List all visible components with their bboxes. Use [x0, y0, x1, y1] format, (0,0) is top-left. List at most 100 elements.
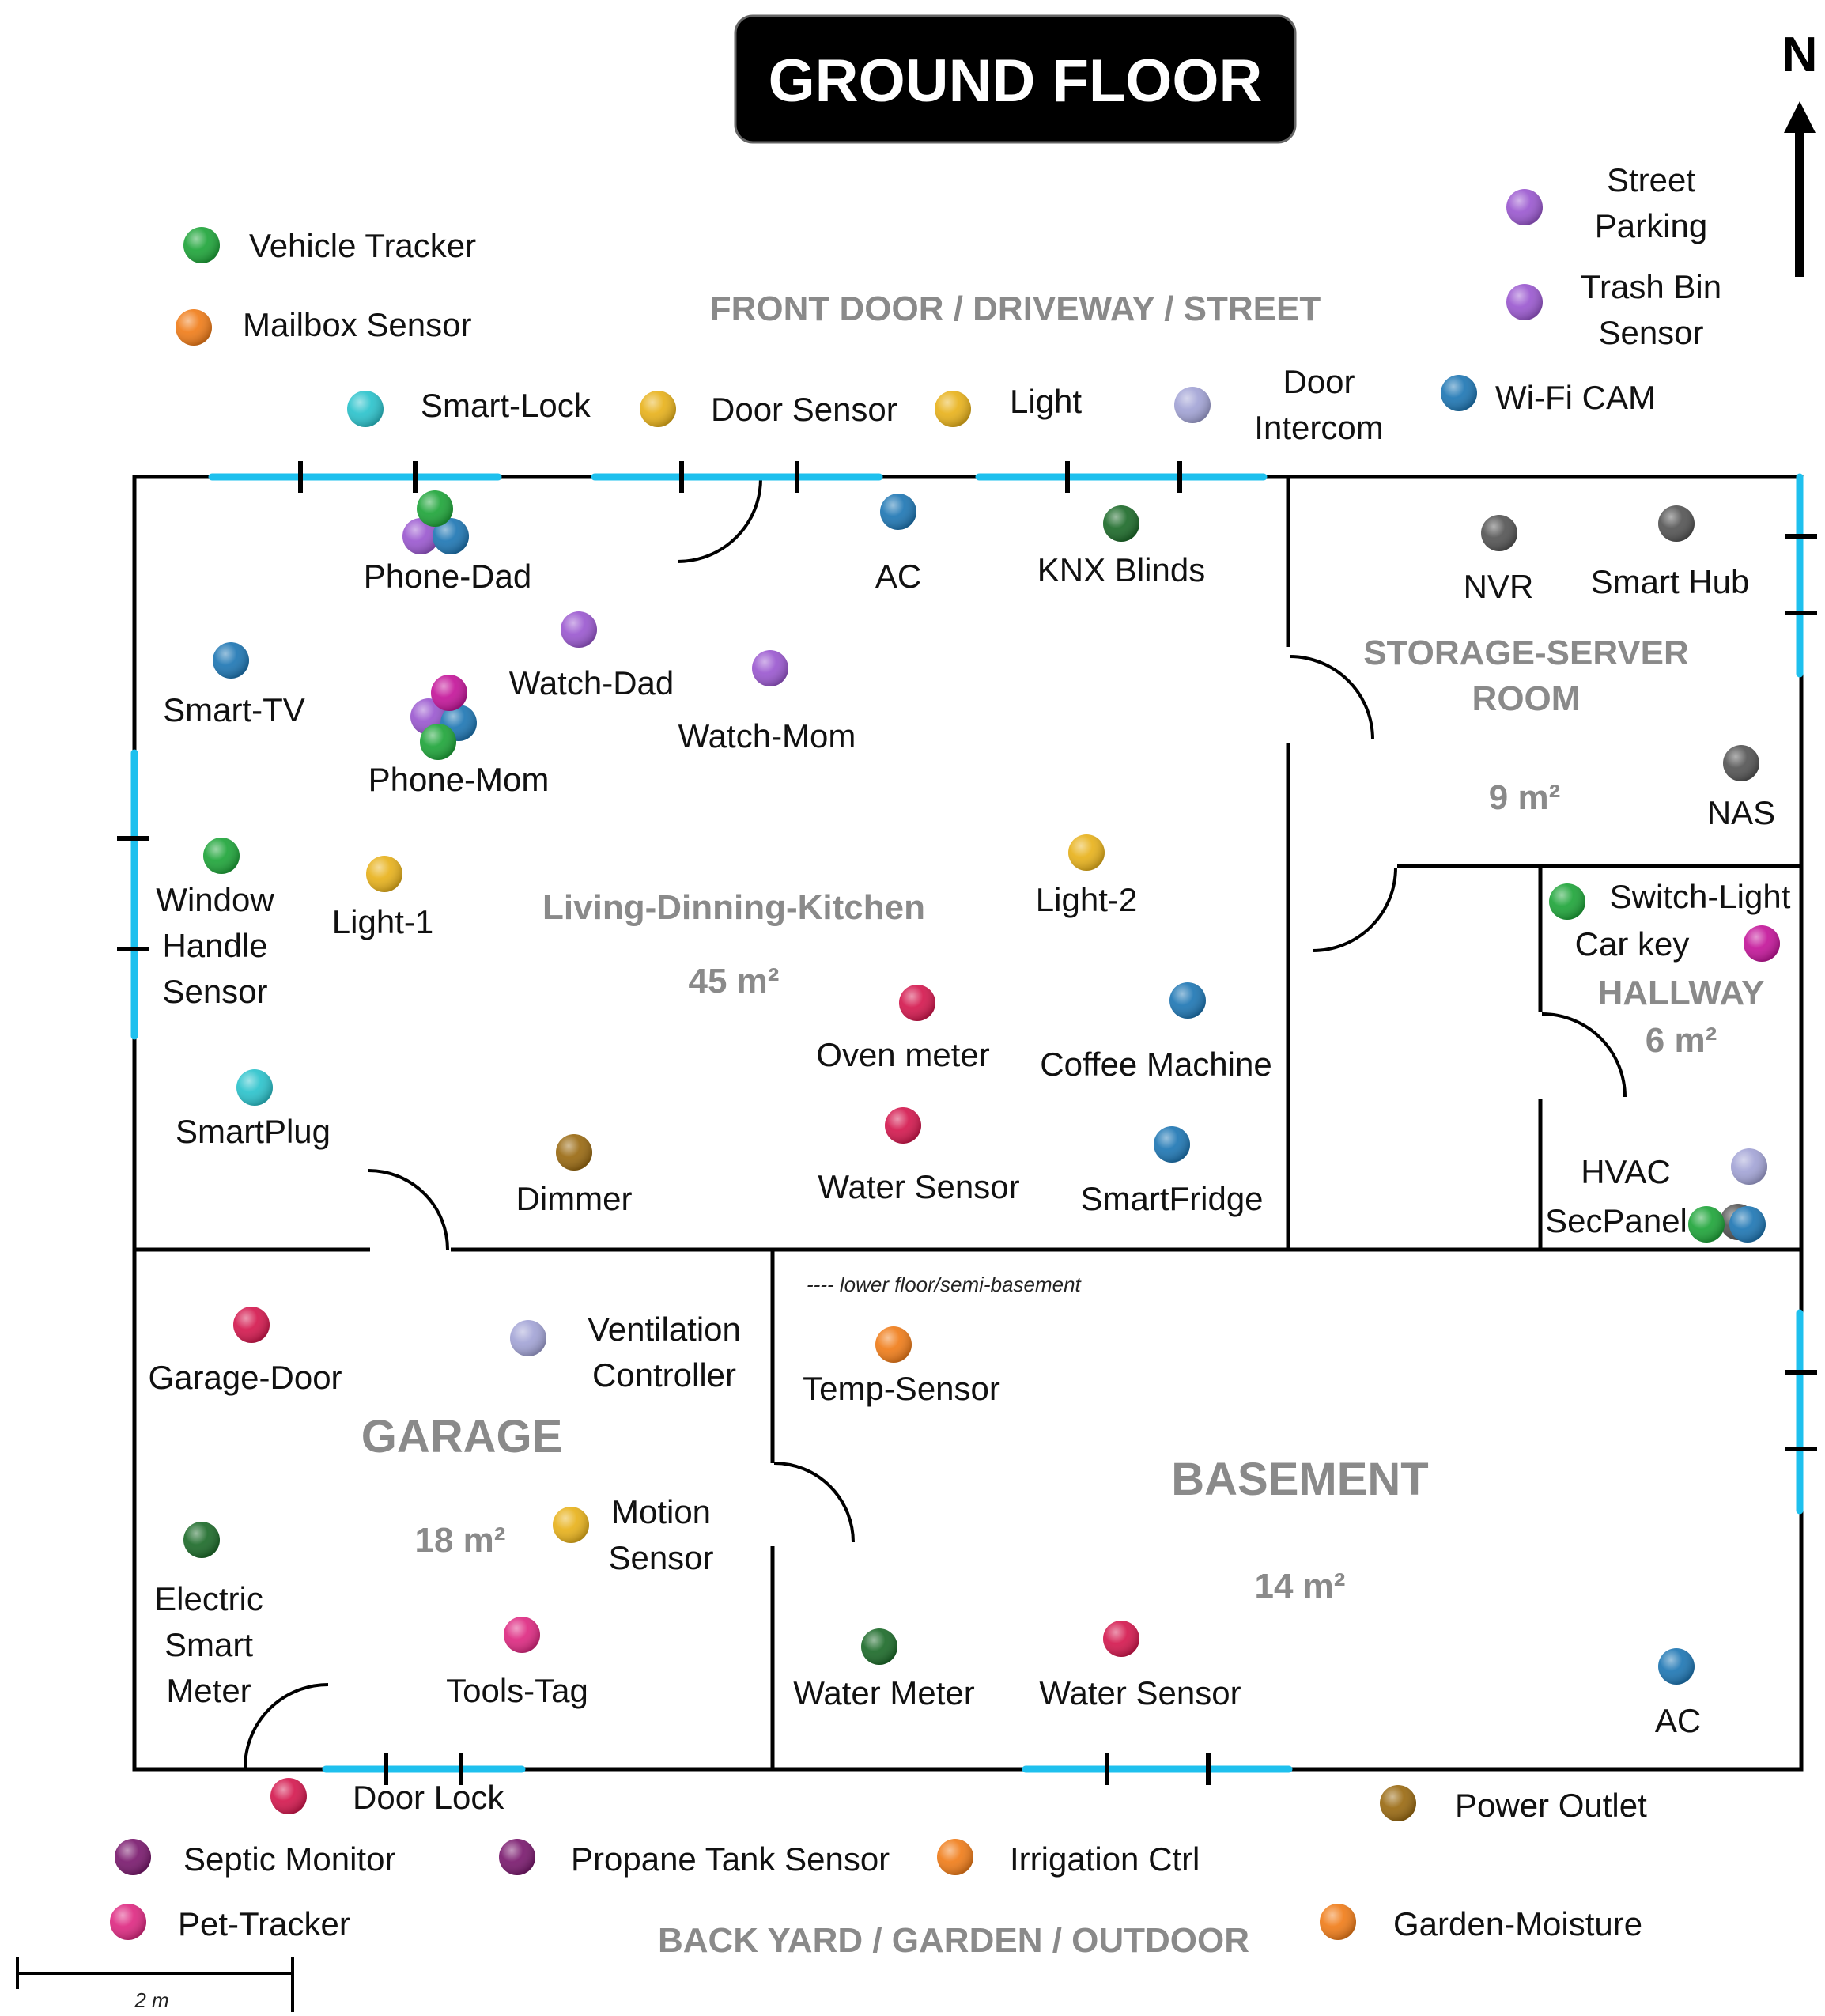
room-storage-area: 9 m² [1489, 778, 1560, 817]
page-title: GROUND FLOOR [769, 47, 1263, 115]
title-box: GROUND FLOOR [734, 14, 1297, 144]
label-power-outlet: Power Outlet [1455, 1787, 1647, 1824]
device-dot-shine [1169, 982, 1206, 1019]
device-dot-septic-monitor [115, 1839, 151, 1875]
device-dot-shine [110, 1904, 146, 1940]
label-door-lock: Door Lock [353, 1779, 504, 1816]
label-car-key: Car key [1575, 925, 1690, 963]
device-dot-shine [1103, 1621, 1139, 1657]
label-septic-monitor: Septic Monitor [183, 1840, 395, 1878]
device-dot-shine [935, 391, 971, 427]
device-dot-shine [1658, 1648, 1695, 1685]
room-hallway-area: 6 m² [1646, 1021, 1717, 1060]
room-living-name: Living-Dinning-Kitchen [542, 888, 925, 927]
device-dot-ac-living [880, 494, 916, 530]
device-dot-wifi-cam [1441, 375, 1477, 411]
label-smartfridge: SmartFridge [1080, 1180, 1263, 1217]
device-dot-shine [1441, 375, 1477, 411]
device-dot-shine [553, 1507, 589, 1543]
room-garage-area: 18 m² [415, 1521, 506, 1560]
label-tools-tag: Tools-Tag [446, 1672, 588, 1709]
room-basement-name: BASEMENT [1171, 1454, 1428, 1505]
device-dot-shine [556, 1134, 592, 1171]
device-dot-pet-tracker [110, 1904, 146, 1940]
device-dot-shine [861, 1628, 897, 1665]
device-dot-watch-dad [561, 611, 597, 648]
device-dot-shine [1154, 1126, 1190, 1163]
label-hvac: HVAC [1581, 1153, 1671, 1190]
device-dot-shine [885, 1107, 921, 1144]
device-dot-irrigation-ctrl [937, 1839, 973, 1875]
device-dot-shine [875, 1326, 912, 1363]
label-motion-2: Sensor [608, 1539, 713, 1576]
device-dot-shine [880, 494, 916, 530]
zone-front-label: FRONT DOOR / DRIVEWAY / STREET [710, 289, 1321, 328]
label-trash-bin-1: Trash Bin [1581, 268, 1721, 305]
device-dot-garden-moisture [1320, 1904, 1356, 1940]
label-dimmer: Dimmer [516, 1180, 633, 1217]
label-garden-moisture: Garden-Moisture [1393, 1905, 1642, 1942]
device-dot-street-parking [1506, 189, 1543, 225]
label-knx-blinds: KNX Blinds [1037, 551, 1205, 588]
device-dot-vehicle-tracker [183, 227, 220, 263]
label-water-sensor-kitchen: Water Sensor [818, 1168, 1019, 1205]
room-basement-area: 14 m² [1255, 1567, 1346, 1606]
device-dot-door-sensor [640, 391, 676, 427]
label-ac-living: AC [875, 558, 921, 595]
label-nas: NAS [1707, 794, 1775, 831]
device-dot-shine [937, 1839, 973, 1875]
device-dot-shine [1174, 387, 1211, 423]
device-dot-trash-bin [1506, 284, 1543, 320]
device-dot-shine [402, 518, 439, 554]
label-light: Light [1010, 383, 1082, 420]
label-door-sensor: Door Sensor [711, 391, 897, 428]
label-electric-1: Electric [154, 1580, 263, 1617]
device-dot-water-sensor-basement [1103, 1621, 1139, 1657]
device-dot-shine [347, 391, 384, 427]
device-dot-phone-dad-purple [402, 518, 439, 554]
room-storage-name-1: STORAGE-SERVER [1363, 634, 1689, 672]
device-dot-nvr [1481, 515, 1517, 551]
device-dot-light-2 [1068, 834, 1105, 871]
device-dot-shine [1506, 284, 1543, 320]
label-wifi-cam: Wi-Fi CAM [1495, 379, 1656, 416]
device-dot-shine [1731, 1148, 1767, 1185]
device-dot-secpanel-green [1688, 1206, 1725, 1243]
label-electric-3: Meter [166, 1672, 251, 1709]
label-secpanel: SecPanel [1545, 1202, 1687, 1239]
scale-bar: 2 m [16, 1957, 294, 2012]
label-garage-door: Garage-Door [148, 1359, 342, 1396]
device-dot-smartplug [236, 1069, 273, 1106]
label-street-parking-2: Parking [1595, 207, 1707, 244]
device-dot-dimmer [556, 1134, 592, 1171]
device-dot-nas [1723, 745, 1759, 781]
label-electric-2: Smart [164, 1626, 253, 1663]
room-living-area: 45 m² [689, 962, 780, 1000]
label-vehicle-tracker: Vehicle Tracker [249, 227, 476, 264]
label-mailbox-sensor: Mailbox Sensor [243, 306, 471, 343]
room-storage-name-2: ROOM [1472, 679, 1581, 718]
device-dot-secpanel-blue [1729, 1206, 1766, 1243]
device-dot-propane-tank [499, 1839, 535, 1875]
label-coffee-machine: Coffee Machine [1040, 1046, 1271, 1083]
label-temp-sensor: Temp-Sensor [803, 1370, 1000, 1407]
label-watch-dad: Watch-Dad [509, 664, 674, 702]
device-dot-electric-smart-meter [183, 1522, 220, 1558]
scale-label: 2 m [134, 1988, 168, 2012]
label-irrigation: Irrigation Ctrl [1010, 1840, 1200, 1878]
device-dot-shine [1320, 1904, 1356, 1940]
device-dot-oven-meter [899, 985, 935, 1021]
label-door-intercom-2: Intercom [1254, 409, 1383, 446]
label-water-sensor-basement: Water Sensor [1039, 1674, 1241, 1712]
device-dot-shine [115, 1839, 151, 1875]
device-dot-shine [1103, 505, 1139, 542]
label-window-handle-1: Window [156, 881, 274, 918]
device-dot-switch-light [1549, 883, 1585, 920]
label-window-handle-2: Handle [162, 927, 267, 964]
device-dot-shine [640, 391, 676, 427]
north-label: N [1782, 28, 1818, 82]
device-dot-garage-door [233, 1307, 270, 1343]
device-dot-shine [1688, 1206, 1725, 1243]
device-dot-shine [1744, 925, 1780, 962]
